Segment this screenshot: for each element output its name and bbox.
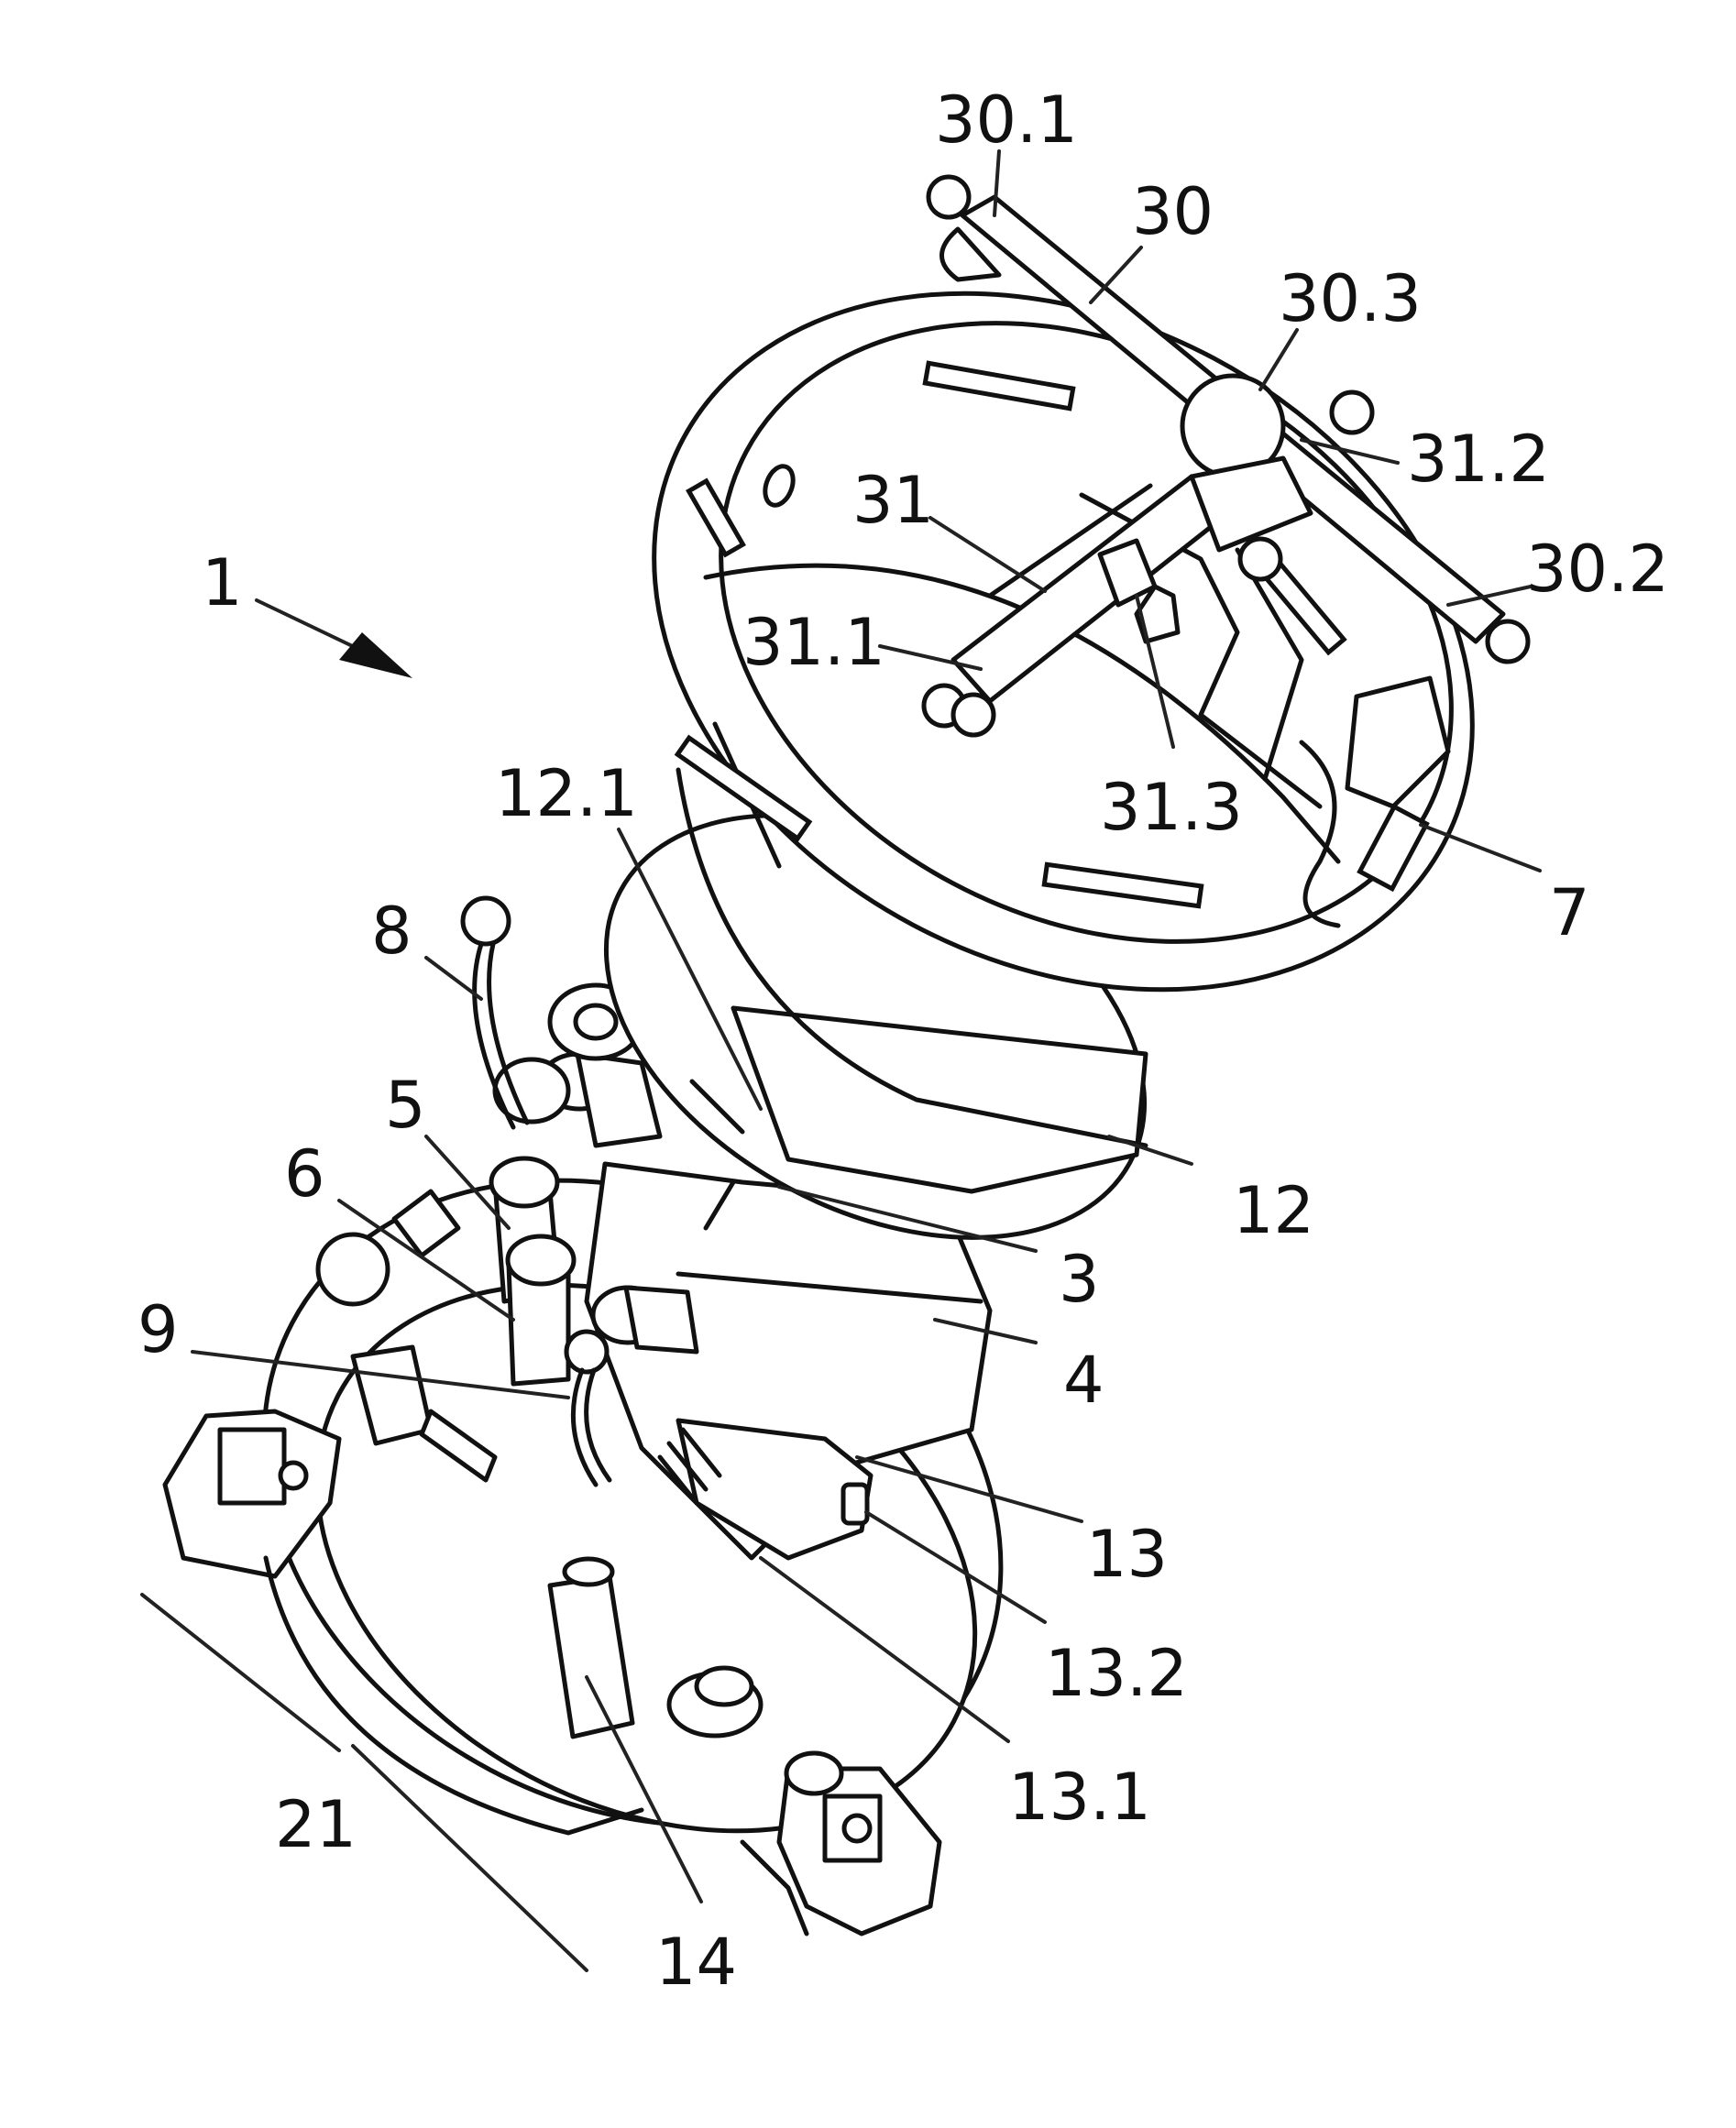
label-12-1: 12.1	[495, 756, 638, 831]
label-4: 4	[1063, 1343, 1104, 1418]
leader-21a	[142, 1595, 339, 1750]
label-6: 6	[284, 1136, 325, 1212]
label-3: 3	[1059, 1242, 1100, 1317]
label-21: 21	[275, 1787, 357, 1862]
label-14: 14	[655, 1925, 737, 2000]
label-13: 13	[1086, 1517, 1168, 1592]
reference-arrow-1	[257, 600, 412, 678]
label-30-2: 30.2	[1526, 532, 1669, 607]
label-30-3: 30.3	[1279, 261, 1422, 336]
label-31: 31	[852, 463, 934, 538]
label-12: 12	[1233, 1173, 1314, 1248]
label-13-1: 13.1	[1008, 1760, 1151, 1835]
label-30-1: 30.1	[935, 82, 1078, 158]
label-8: 8	[371, 894, 412, 969]
leader-30-3	[1260, 330, 1297, 389]
label-13-2: 13.2	[1045, 1636, 1188, 1711]
label-7: 7	[1549, 875, 1590, 950]
label-9: 9	[137, 1292, 179, 1367]
label-31-3: 31.3	[1100, 770, 1243, 845]
label-30: 30	[1132, 174, 1214, 249]
label-5: 5	[385, 1068, 426, 1143]
label-31-1: 31.1	[742, 605, 885, 680]
label-31-2: 31.2	[1407, 422, 1550, 497]
label-1: 1	[202, 545, 243, 620]
